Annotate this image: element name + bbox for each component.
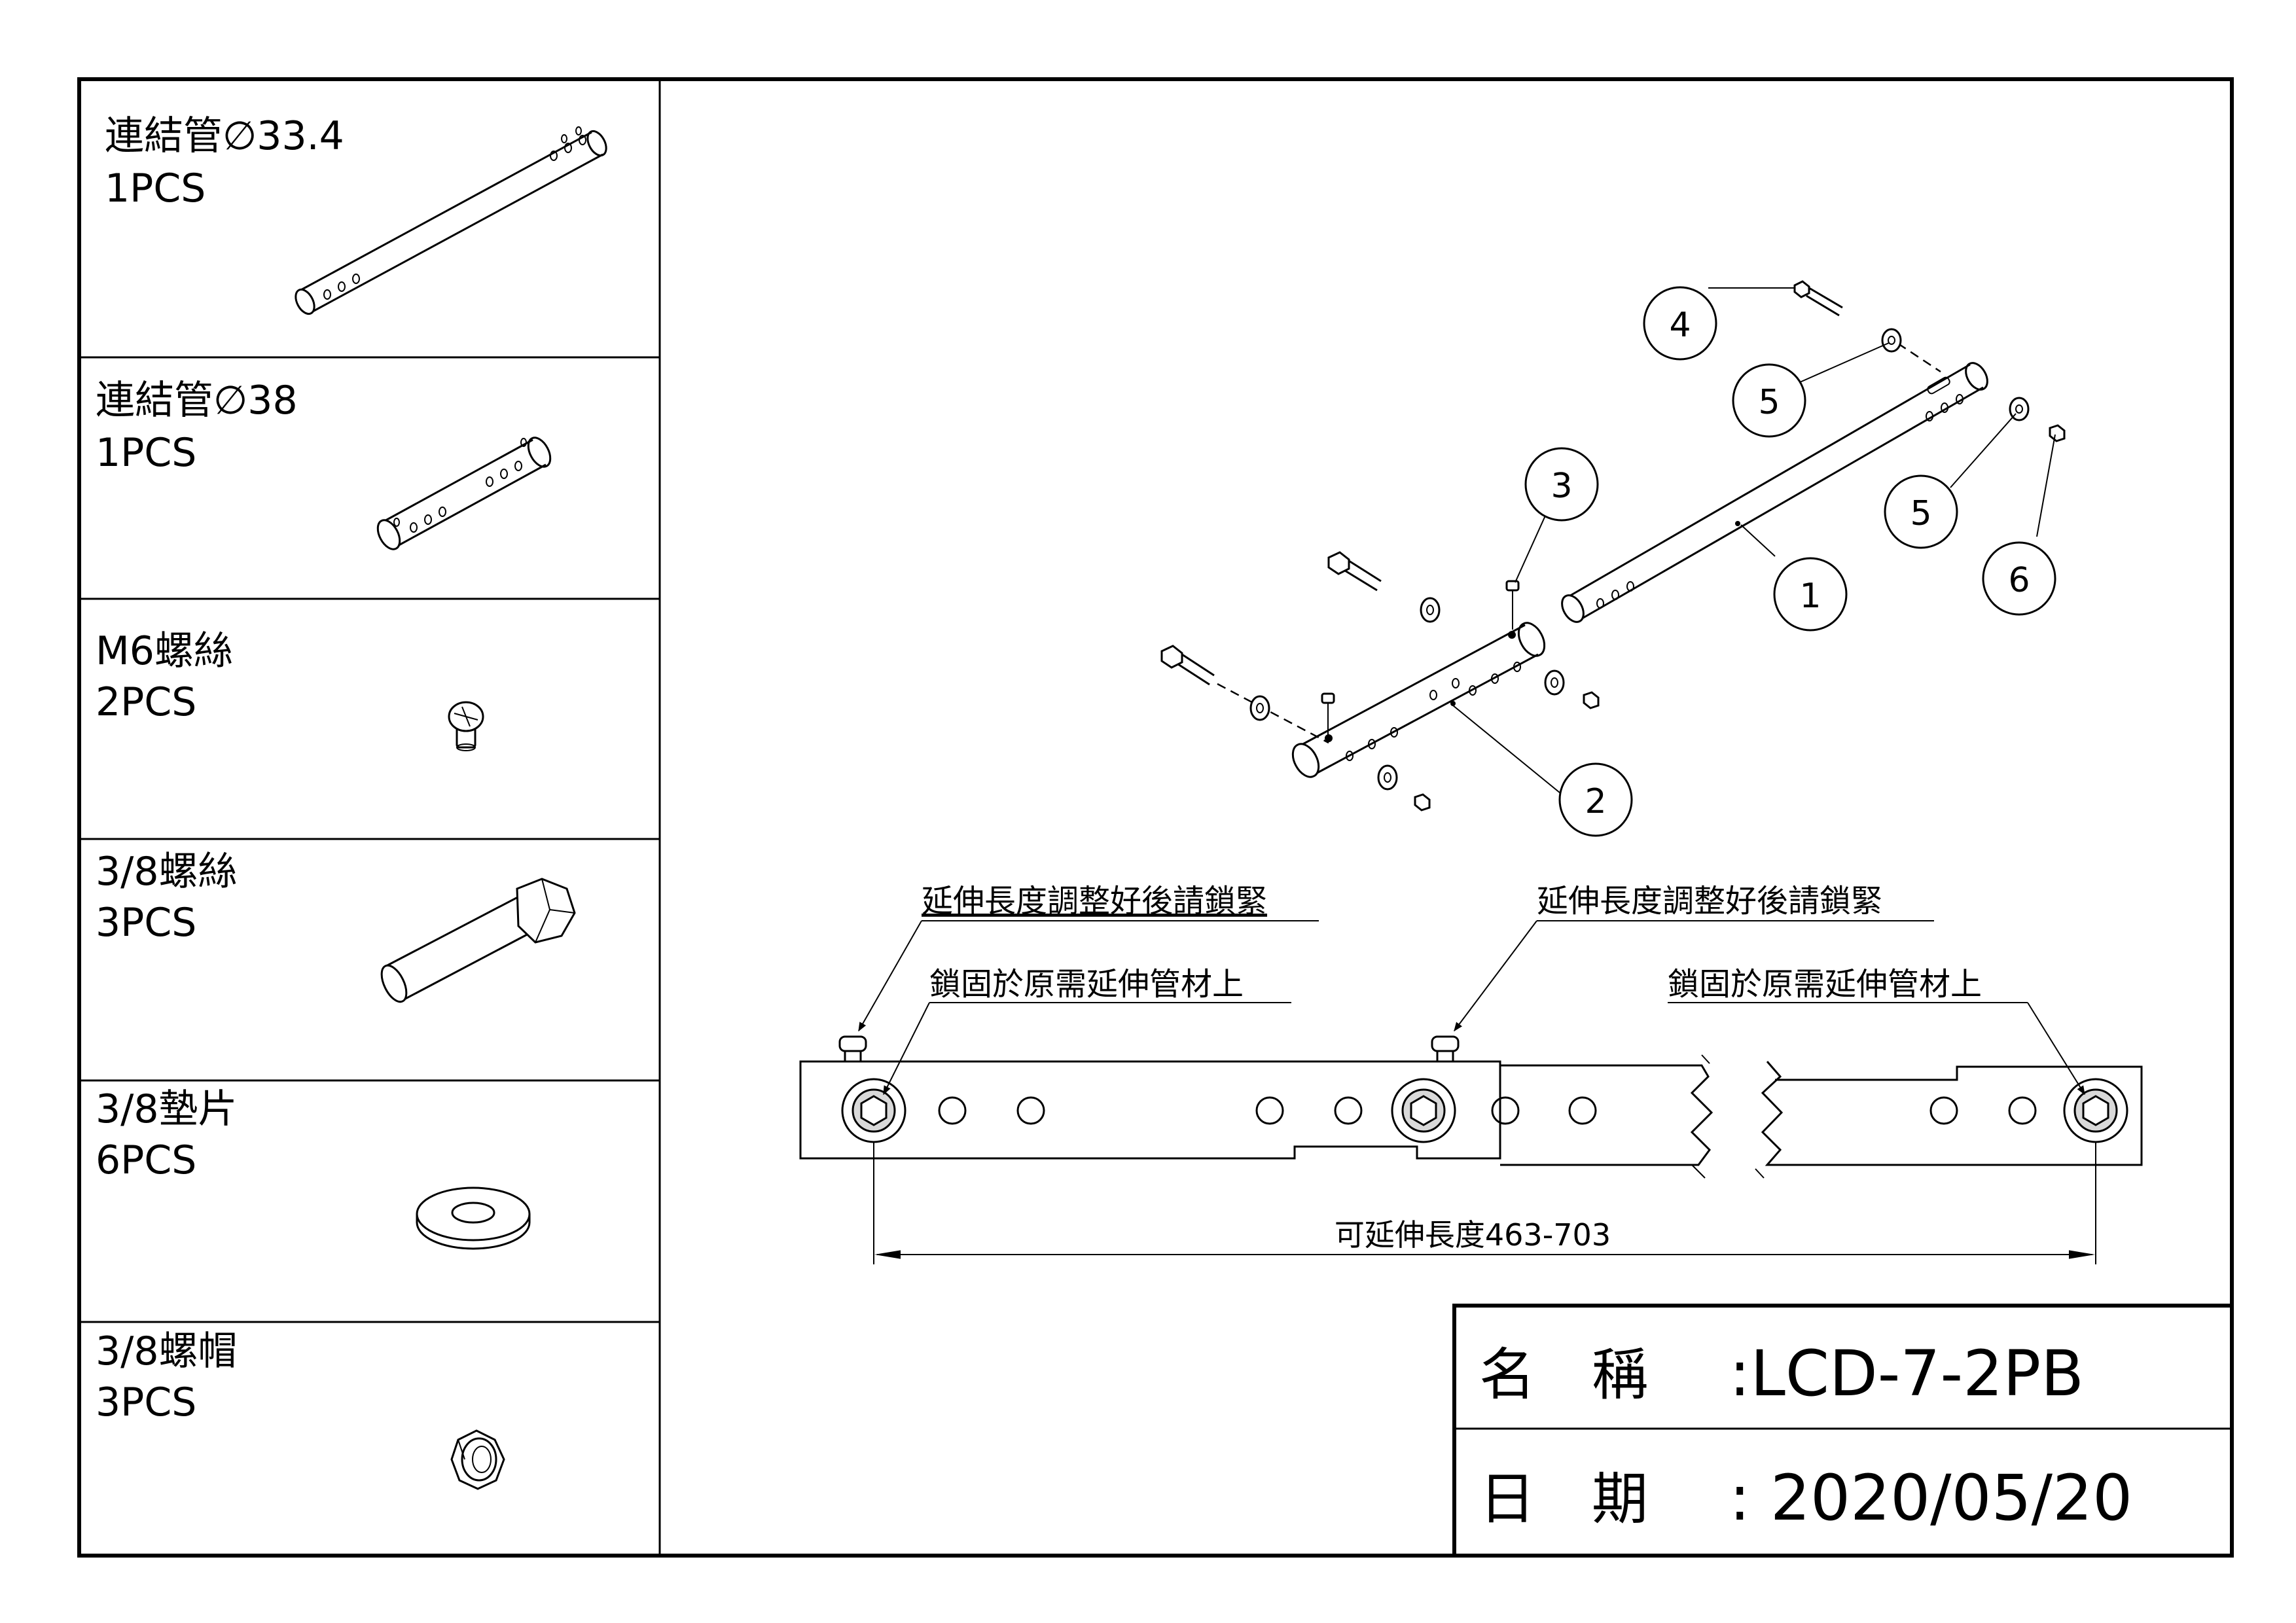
assembly-tube-2 [1291,622,1546,778]
title-block: 名 稱 :LCD-7-2PB 日 期 : 2020/05/20 [1452,1304,2234,1558]
exploded-view: 1 2 3 4 5 5 6 [1160,280,2066,837]
side-view-bolt-middle [1391,1078,1456,1143]
part-4-name: 3/8螺絲 [96,849,238,895]
balloon-3: 3 [1524,447,1599,522]
title-name-value: :LCD-7-2PB [1729,1337,2084,1410]
assembly-nut-1 [1583,691,1600,709]
assembly-washer-3 [1544,669,1565,696]
balloon-2: 2 [1558,762,1633,837]
part-3-name: M6螺絲 [96,628,233,674]
title-date-value: : 2020/05/20 [1729,1461,2132,1535]
note-right-lock: 鎖固於原需延伸管材上 [1668,966,1982,1003]
balloon-4: 4 [1643,286,1717,361]
note-right-extend: 延伸長度調整好後請鎖緊 [1537,883,1882,919]
balloon-6: 6 [1982,541,2056,616]
part-2-name: 連結管∅38 [96,378,298,423]
assembly-nut-2 [1414,793,1431,812]
svg-text:6: 6 [2008,561,2030,600]
dimension-label: 可延伸長度463-703 [1335,1217,1611,1253]
sheet-border [77,77,2234,1558]
side-view-middle-tube [1500,1064,1713,1166]
assembly-washer-1 [1249,695,1270,721]
part-image-washer [416,1186,531,1250]
side-view-m6-screw-left [838,1035,867,1063]
title-date-label: 日 期 [1479,1467,1648,1532]
assembly-m6-screw-2 [1505,580,1520,630]
part-4-qty: 3PCS [96,900,196,946]
part-image-nut [450,1429,505,1490]
balloon-5-upper: 5 [1732,363,1806,438]
side-view-left-tube [799,1060,1501,1160]
svg-text:3: 3 [1551,467,1572,506]
assembly-nut-3 [2049,424,2066,442]
part-3-qty: 2PCS [96,679,196,725]
svg-text:5: 5 [1910,494,1931,533]
svg-text:5: 5 [1758,383,1780,422]
part-5-qty: 6PCS [96,1137,196,1183]
side-view: 可延伸長度463-703 延伸長度調整好後請鎖緊 鎖固於原需延伸管材上 延伸長度… [799,883,2143,1264]
assembly-washer-4 [1377,764,1398,791]
part-2-qty: 1PCS [96,430,196,476]
assembly-washer-5 [1881,328,1902,353]
assembly-tube-1 [1561,362,1988,623]
title-name-label: 名 稱 [1479,1342,1648,1408]
assembly-bolt-top [1793,280,1941,373]
svg-text:4: 4 [1669,306,1691,345]
part-5-name: 3/8墊片 [96,1086,238,1132]
side-view-m6-screw-middle [1431,1035,1460,1063]
assembly-m6-screw-1 [1321,692,1335,736]
part-6-qty: 3PCS [96,1380,196,1425]
parts-list: 連結管∅33.4 1PCS 連結管∅38 1PCS M6螺絲 2PCS 3/8螺… [96,113,344,1425]
side-view-bolt-right [2063,1078,2128,1143]
part-image-m6-screw [448,701,484,751]
assembly-bolt-middle [1327,551,1382,592]
assembly-washer-2 [1420,597,1441,623]
part-image-tube-38 [376,437,552,550]
svg-text:2: 2 [1585,782,1606,821]
part-6-name: 3/8螺帽 [96,1329,238,1374]
note-left-extend: 延伸長度調整好後請鎖緊 [922,883,1267,919]
balloon-5-lower: 5 [1884,474,1958,549]
side-view-bolt-left [841,1078,906,1143]
side-view-right-tube [1761,1061,2143,1166]
svg-text:1: 1 [1799,577,1821,616]
part-1-name: 連結管∅33.4 [105,113,344,159]
note-left-lock: 鎖固於原需延伸管材上 [929,966,1244,1003]
part-image-bolt [380,878,576,1003]
part-image-tube-33 [295,126,607,315]
assembly-bolt-left [1160,645,1329,744]
part-1-qty: 1PCS [105,166,206,211]
balloon-1: 1 [1773,557,1848,632]
